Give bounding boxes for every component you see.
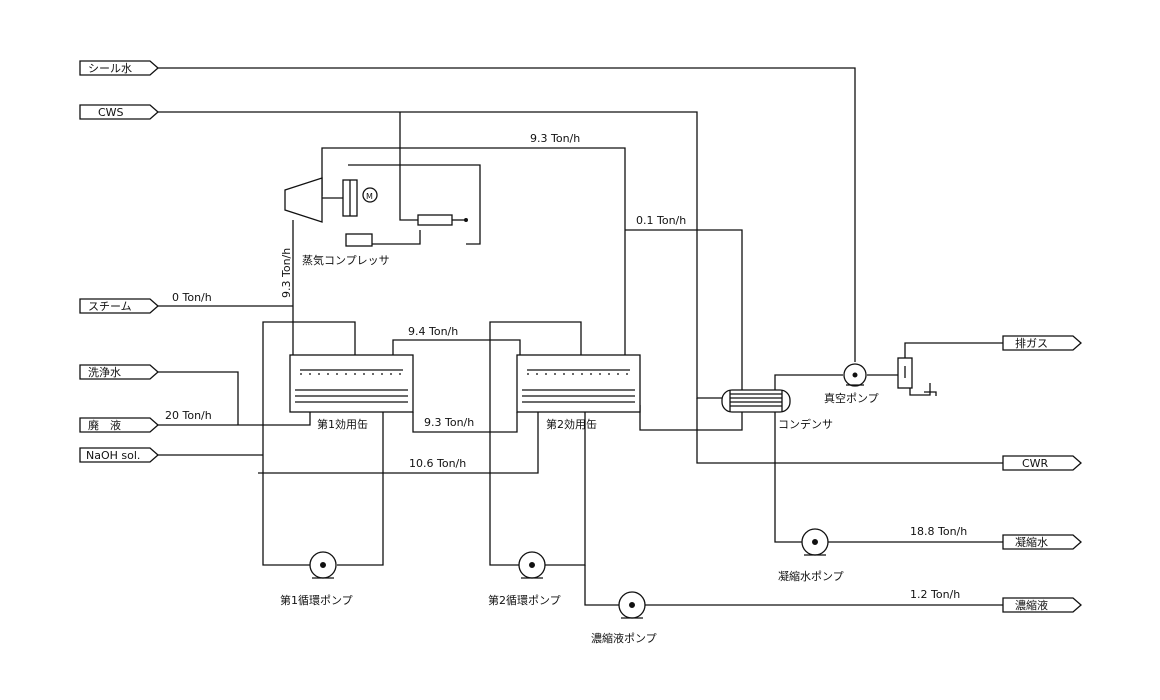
tag-label: 濃縮液 [1015, 598, 1048, 612]
flow-label-to-condenser: 0.1 Ton/h [636, 214, 686, 227]
condenser-vent-line [774, 374, 843, 390]
concentrate-line [584, 565, 620, 606]
tag-label: 洗浄水 [88, 365, 121, 379]
tag-label: CWR [1022, 457, 1049, 470]
flow-label-compressor-out: 9.3 Ton/h [280, 248, 293, 298]
flow-label-steam: 0 Ton/h [172, 291, 212, 304]
condenser: コンデンサ [721, 389, 833, 431]
circulation-pump-1: 第1循環ポンプ [280, 551, 353, 607]
effect2-label: 第2効用缶 [546, 417, 597, 431]
concentrate-pump-label: 濃縮液ポンプ [591, 631, 657, 645]
stream-tag-waste-liquid: 廃 液 [79, 417, 159, 433]
motor-label: M [366, 192, 373, 201]
concentrate-pump: 濃縮液ポンプ [591, 591, 657, 645]
cws-branch-line [399, 112, 418, 221]
vacuum-pump: 真空ポンプ [824, 357, 937, 405]
stream-tag-concentrate: 濃縮液 [1002, 597, 1082, 613]
compressor-seal-loop [348, 164, 481, 245]
compressor-body-icon [284, 177, 323, 223]
stream-tag-cws: CWS [79, 104, 159, 120]
seal-water-line [158, 67, 856, 362]
flow-label-liquid-1-to-2: 9.3 Ton/h [424, 416, 474, 429]
condenser-shell-icon [721, 389, 791, 413]
circ-pump1-suction [262, 420, 310, 566]
seal-tank-icon [345, 233, 373, 247]
condenser-label: コンデンサ [778, 417, 833, 431]
effect1-shell-icon [289, 354, 414, 413]
tag-label: スチーム [88, 300, 132, 313]
naoh-to-effect2-line [258, 412, 539, 474]
flow-label-condensate: 18.8 Ton/h [910, 525, 967, 538]
stream-tag-cwr: CWR [1002, 455, 1082, 471]
liquid-1-to-2-line [412, 412, 518, 433]
effect2-to-condenser-line [639, 405, 743, 431]
vapor-compressor: M 蒸気コンプレッサ [284, 177, 468, 267]
effect2-evaporator: 第2効用缶 [516, 354, 641, 431]
motor-icon [362, 187, 378, 203]
effect2-shell-icon [516, 354, 641, 413]
tag-label: シール水 [88, 62, 132, 75]
effect1-top-loop [262, 321, 356, 420]
circ-pump2-label: 第2循環ポンプ [488, 593, 561, 607]
separator-drain [909, 383, 931, 396]
circ-pump1-label: 第1循環ポンプ [280, 593, 353, 607]
effect2-top-loop [489, 321, 582, 405]
circ-pump2-loop [489, 405, 520, 566]
compressor-label: 蒸気コンプレッサ [302, 253, 390, 267]
compressor-drain-loop [372, 230, 421, 245]
flow-label-naoh: 10.6 Ton/h [409, 457, 466, 470]
top-vapor-line [321, 147, 626, 358]
cooler-icon [417, 214, 453, 226]
wash-water-line [158, 371, 239, 425]
stream-tag-exhaust-gas: 排ガス [1002, 335, 1082, 351]
effect1-label: 第1効用缶 [317, 417, 368, 431]
stream-tag-steam: スチーム [79, 298, 159, 314]
circ-pump2-return [545, 412, 586, 566]
exhaust-line [904, 342, 1003, 358]
condensate-pump: 凝縮水ポンプ [778, 528, 844, 583]
flow-label-vapor-1-to-2: 9.4 Ton/h [408, 325, 458, 338]
stream-tag-naoh: NaOH sol. [79, 447, 159, 463]
tag-label: CWS [98, 106, 124, 119]
condensate-line [774, 412, 803, 543]
tag-label: NaOH sol. [86, 449, 140, 462]
stream-tag-wash-water: 洗浄水 [79, 364, 159, 380]
drain-trap-icon [924, 391, 937, 396]
tag-label: 排ガス [1015, 336, 1048, 350]
flow-label-feed: 20 Ton/h [165, 409, 212, 422]
cwr-line [696, 398, 1003, 464]
tag-label: 凝縮水 [1015, 535, 1048, 549]
effect1-evaporator: 第1効用缶 [289, 354, 414, 431]
stream-tag-condensate-water: 凝縮水 [1002, 534, 1082, 550]
vent-to-condenser-line [625, 229, 743, 398]
piping [158, 67, 1003, 606]
circ-pump1-loop [337, 412, 384, 566]
flow-label-concentrate: 1.2 Ton/h [910, 588, 960, 601]
tag-label: 廃 液 [88, 418, 121, 432]
feed-line [158, 412, 311, 426]
condensate-pump-label: 凝縮水ポンプ [778, 569, 844, 583]
vapor-1-to-2-line [392, 339, 521, 362]
flow-label-top-vapor: 9.3 Ton/h [530, 132, 580, 145]
vacuum-pump-label: 真空ポンプ [824, 391, 879, 405]
circulation-pump-2: 第2循環ポンプ [488, 551, 561, 607]
cws-line [158, 111, 722, 399]
flow-labels: 9.3 Ton/h 0.1 Ton/h 9.3 Ton/h 0 Ton/h 9.… [165, 132, 967, 601]
stream-tag-seal-water: シール水 [79, 60, 159, 76]
